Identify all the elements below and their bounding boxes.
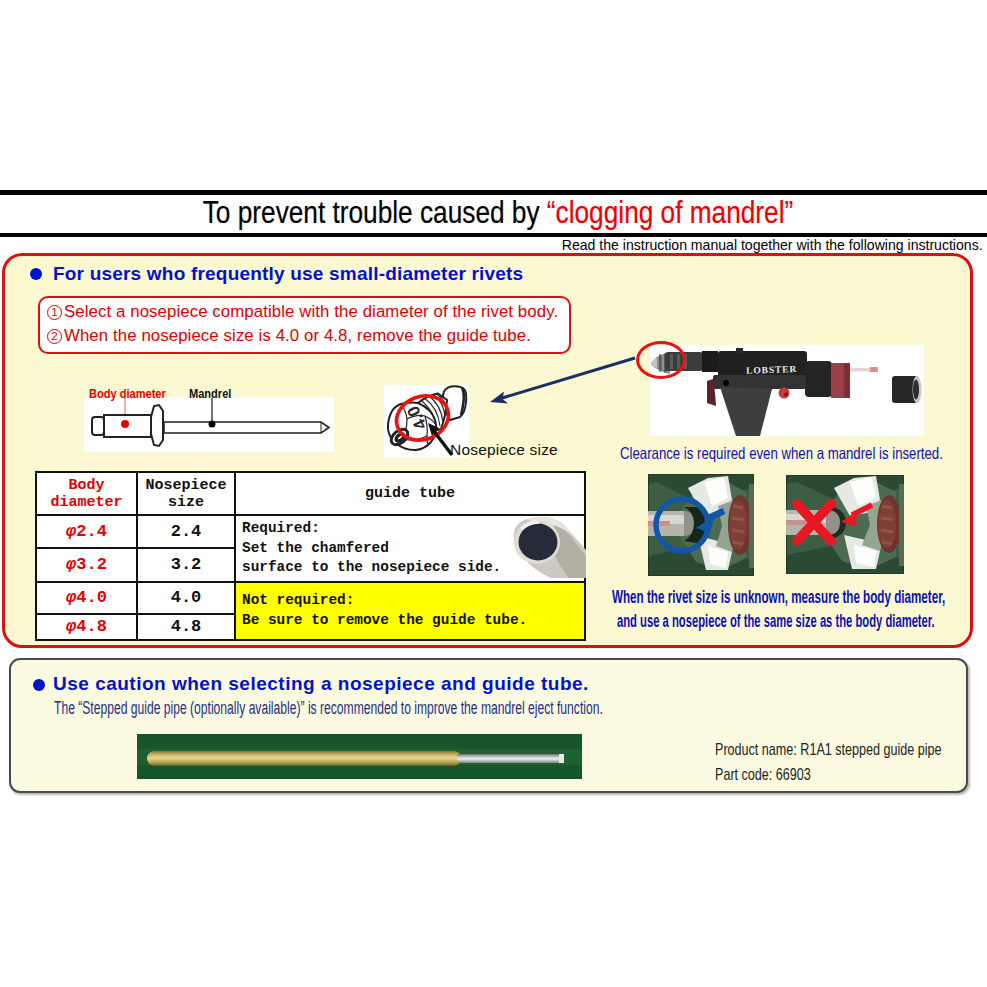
svg-text:LOBSTER: LOBSTER [746,364,798,376]
